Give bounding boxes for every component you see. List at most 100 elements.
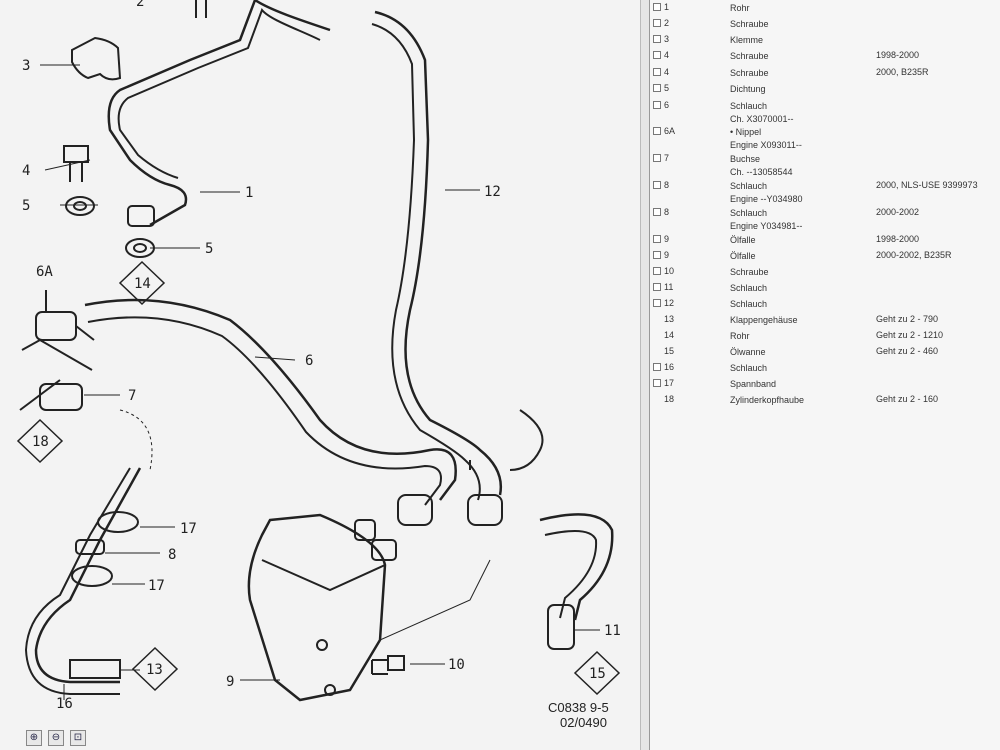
part-note: Geht zu 2 - 1210 xyxy=(876,330,944,340)
row-checkbox[interactable] xyxy=(653,35,661,43)
part-number: 6A xyxy=(664,126,676,136)
part-note: 1998-2000 xyxy=(876,234,920,244)
row-checkbox[interactable] xyxy=(653,84,661,92)
row-checkbox[interactable] xyxy=(653,363,661,371)
pane-splitter[interactable] xyxy=(640,0,650,750)
row-checkbox[interactable] xyxy=(653,251,661,259)
callout-2: 2 xyxy=(136,0,144,10)
callout-5b: 5 xyxy=(205,241,213,257)
part-description: Schraube xyxy=(730,266,870,279)
callout-5a: 5 xyxy=(22,198,30,214)
row-checkbox[interactable] xyxy=(653,154,661,162)
callout-17b: 17 xyxy=(148,578,165,594)
part-number: 4 xyxy=(664,67,670,77)
part-number: 8 xyxy=(664,180,670,190)
part-number: 9 xyxy=(664,234,670,244)
zoom-fit-icon[interactable]: ⊡ xyxy=(70,730,86,746)
row-checkbox[interactable] xyxy=(653,235,661,243)
callout-1: 1 xyxy=(245,185,253,201)
part-number: 16 xyxy=(664,362,675,372)
part-number: 12 xyxy=(664,298,675,308)
part-description: Schraube xyxy=(730,67,870,80)
zoom-out-icon[interactable]: ⊖ xyxy=(48,730,64,746)
part-number: 13 xyxy=(664,314,675,324)
row-checkbox[interactable] xyxy=(653,181,661,189)
row-checkbox[interactable] xyxy=(653,19,661,27)
part-name: Schraube xyxy=(730,51,769,61)
part-number: 6 xyxy=(664,100,670,110)
reference-13[interactable]: 13 xyxy=(146,662,163,678)
part-name: Schraube xyxy=(730,267,769,277)
part-number: 4 xyxy=(664,50,670,60)
row-checkbox[interactable] xyxy=(653,68,661,76)
part-description: Dichtung xyxy=(730,83,870,96)
part-number: 2 xyxy=(664,18,670,28)
part-note: 2000-2002 xyxy=(876,207,920,217)
part-note: Geht zu 2 - 160 xyxy=(876,394,939,404)
part-number: 9 xyxy=(664,250,670,260)
row-checkbox[interactable] xyxy=(653,208,661,216)
figure-code: C0838 9-5 xyxy=(548,700,609,715)
row-checkbox[interactable] xyxy=(653,127,661,135)
part-description: Schraube xyxy=(730,18,870,31)
part-name: Schraube xyxy=(730,19,769,29)
part-name: Schlauch xyxy=(730,208,768,218)
reference-15[interactable]: 15 xyxy=(589,666,606,682)
part-note: 2000, B235R xyxy=(876,67,929,77)
part-serial-range: Ch. --13058544 xyxy=(730,167,793,177)
part-description: Klemme xyxy=(730,34,870,47)
row-checkbox[interactable] xyxy=(653,101,661,109)
part-name: Spannband xyxy=(730,379,777,389)
part-description: Ölfalle xyxy=(730,250,870,263)
part-name: Schraube xyxy=(730,68,769,78)
part-serial-range: Ch. X3070001-- xyxy=(730,114,794,124)
part-name: Zylinderkopfhaube xyxy=(730,395,805,405)
zoom-in-icon[interactable]: ⊕ xyxy=(26,730,42,746)
callout-10: 10 xyxy=(448,657,465,673)
callout-6: 6 xyxy=(305,353,313,369)
row-checkbox[interactable] xyxy=(653,51,661,59)
part-name: Klemme xyxy=(730,35,764,45)
part-number: 8 xyxy=(664,207,670,217)
part-description: Ölfalle xyxy=(730,234,870,247)
part-number: 11 xyxy=(664,282,674,292)
part-note: 2000, NLS-USE 9399973 xyxy=(876,180,978,190)
reference-14[interactable]: 14 xyxy=(134,276,151,292)
part-serial-range: Engine --Y034980 xyxy=(730,194,803,204)
part-note: 1998-2000 xyxy=(876,50,920,60)
part-number: 5 xyxy=(664,83,670,93)
row-checkbox[interactable] xyxy=(653,283,661,291)
row-checkbox[interactable] xyxy=(653,299,661,307)
part-description: Ölwanne xyxy=(730,346,870,359)
callout-11: 11 xyxy=(604,623,621,639)
part-description: Schraube xyxy=(730,50,870,63)
row-checkbox[interactable] xyxy=(653,267,661,275)
callout-9: 9 xyxy=(226,674,234,690)
part-name: Buchse xyxy=(730,154,761,164)
part-name: Schlauch xyxy=(730,299,768,309)
part-description: Schlauch xyxy=(730,298,870,311)
reference-18[interactable]: 18 xyxy=(32,434,49,450)
part-description: Rohr xyxy=(730,2,870,15)
part-name: Klappengehäuse xyxy=(730,315,798,325)
part-name: Ölfalle xyxy=(730,235,756,245)
part-description: Schlauch xyxy=(730,362,870,375)
part-description: Zylinderkopfhaube xyxy=(730,394,870,407)
part-name: Schlauch xyxy=(730,283,768,293)
part-number: 3 xyxy=(664,34,670,44)
part-name: Ölfalle xyxy=(730,251,756,261)
callout-16: 16 xyxy=(56,696,73,712)
part-note: Geht zu 2 - 460 xyxy=(876,346,939,356)
row-checkbox[interactable] xyxy=(653,3,661,11)
part-name: Schlauch xyxy=(730,181,768,191)
part-number: 18 xyxy=(664,394,675,404)
part-description: Spannband xyxy=(730,378,870,391)
row-checkbox[interactable] xyxy=(653,379,661,387)
part-number: 1 xyxy=(664,2,670,12)
